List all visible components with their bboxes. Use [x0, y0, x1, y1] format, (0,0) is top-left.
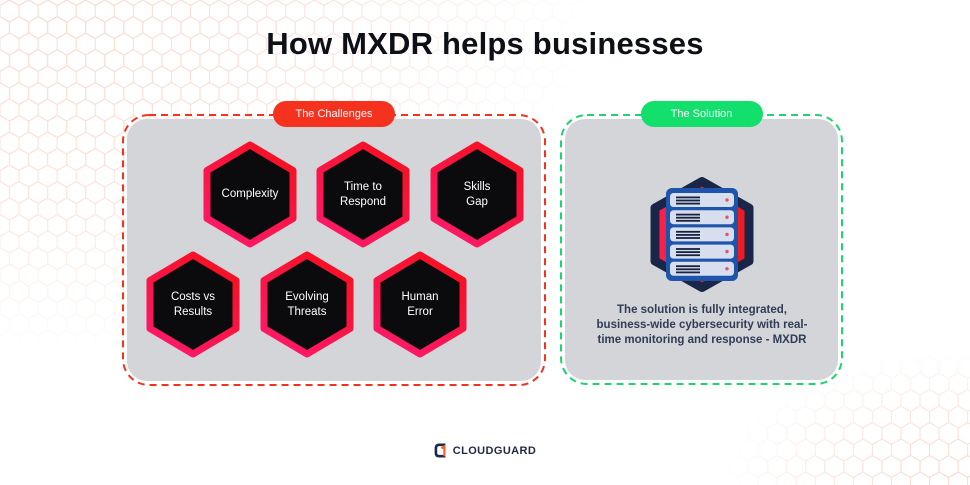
challenge-hexagon-skills-gap: Skills Gap	[429, 141, 525, 248]
hexagon-shape	[430, 141, 524, 248]
challenges-badge: The Challenges	[273, 101, 395, 127]
challenge-hexagon-complexity: Complexity	[202, 141, 298, 248]
cloudguard-logo-icon	[434, 443, 446, 458]
hexagon-label: Human Error	[401, 290, 439, 318]
server-rack-hexagon-icon	[650, 177, 754, 292]
hexagon-label: Evolving Threats	[285, 290, 329, 318]
hexagon-label: Time to Respond	[339, 180, 387, 208]
hexagon-label: Complexity	[221, 188, 279, 201]
challenges-badge-label: The Challenges	[295, 108, 373, 120]
brand-name: CLOUDGUARD	[452, 444, 537, 457]
challenge-hexagon-costs-vs-results: Costs vs Results	[145, 251, 241, 358]
hexagon-shape	[316, 141, 410, 248]
solution-badge-label: The Solution	[670, 108, 733, 120]
hexagon-shape	[260, 251, 354, 358]
hexagon-shape	[203, 141, 297, 248]
solution-badge: The Solution	[640, 101, 763, 127]
hexagon-shape	[146, 251, 240, 358]
challenge-hexagon-human-error: Human Error	[372, 251, 468, 358]
page-title: How MXDR helps businesses	[266, 26, 704, 61]
footer-brand: CLOUDGUARD	[0, 443, 970, 458]
hexagon-label: Skills Gap	[463, 180, 491, 208]
server-rack-icon	[666, 188, 738, 281]
challenge-hexagon-evolving-threats: Evolving Threats	[259, 251, 355, 358]
challenge-hexagon-time-to-respond: Time to Respond	[315, 141, 411, 248]
hexagon-label: Costs vs Results	[170, 290, 216, 318]
hexagon-shape	[373, 251, 467, 358]
solution-description: The solution is fully integrated, busine…	[596, 304, 808, 347]
